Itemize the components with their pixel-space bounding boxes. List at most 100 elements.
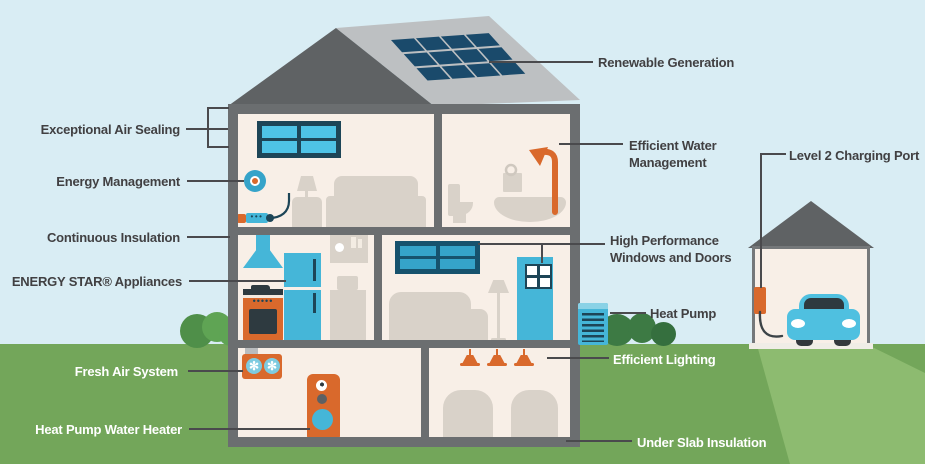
basement-chair [511,390,558,437]
pendant-light-shade [516,355,532,364]
leader-energy-star-appliances [189,280,286,282]
bush-right [651,322,676,346]
leader-efficient-water-management [559,143,623,145]
leader-level-2-charging-port [760,153,762,288]
window-divider [527,275,550,278]
floor-lamp-pole [497,292,500,340]
nightstand [292,197,322,227]
power-strip-plug [237,214,246,223]
driveway [756,345,925,464]
couch-back [389,292,471,341]
towel [503,173,522,192]
label-efficient-lighting: Efficient Lighting [613,352,716,367]
table-lamp-shade [297,176,317,191]
entry-door-window [525,264,552,289]
leader-fresh-air-system [188,370,243,372]
label-renewable-generation: Renewable Generation [598,55,735,70]
label-heat-pump-water-heater: Heat Pump Water Heater [35,422,182,437]
leader-heat-pump [610,312,646,314]
leader-under-slab-insulation [566,440,632,442]
refrigerator-handle [313,293,316,313]
leader-level-2-charging-port [760,153,786,155]
leader-efficient-lighting [547,357,609,359]
pendant-light-shade [462,355,478,364]
bedroom-window [257,121,341,158]
window-divider [400,256,475,259]
fresh-air-duct [245,347,258,356]
kitchen-pitcher [337,276,358,290]
couch-arm [464,309,488,341]
heat-pump-cap [578,303,608,309]
refrigerator-divider [284,287,321,290]
kitchen-bottle [351,237,356,248]
leader-exceptional-air-sealing [207,107,209,148]
house-floor-band [228,340,580,348]
toilet-bowl [448,202,473,215]
oven-door [249,309,277,334]
label-under-slab-insulation: Under Slab Insulation [637,435,767,450]
heat-pump-unit [578,303,608,345]
power-strip [246,213,268,223]
range-hood [243,250,283,268]
fan-icon: ✻ [246,358,262,374]
pendant-light [469,349,471,356]
kitchen-bottle [358,239,362,248]
window-divider [262,138,336,141]
leader-continuous-insulation [187,236,230,238]
leader-exceptional-air-sealing [207,107,229,109]
pendant-light [523,349,525,356]
partition-wall [374,235,382,340]
house-wall-left [228,104,238,447]
leader-heat-pump-water-heater [189,428,310,430]
house-eave-band [228,104,580,114]
label-heat-pump: Heat Pump [650,306,717,321]
leader-energy-management [187,180,244,182]
thermostat-dot [252,178,258,184]
leader-high-performance-windows [541,243,543,263]
stove-trim [243,295,283,298]
label-exceptional-air-sealing: Exceptional Air Sealing [40,122,181,137]
power-strip-dots: ••• [250,212,264,221]
pendant-light [496,349,498,356]
house-wall-right [570,104,580,447]
car-headlight [791,319,805,328]
basement-chair [443,390,493,437]
partition-wall [421,348,429,437]
range-hood-duct [256,232,270,252]
label-fresh-air-system: Fresh Air System [74,364,178,379]
fan-icon: ✻ [264,358,280,374]
partition-wall [434,114,442,227]
label-level-2-charging-port: Level 2 Charging Port [789,148,920,163]
water-heater-knob [317,394,327,404]
car-wheel [796,335,813,346]
label-energy-management: Energy Management [56,174,180,189]
car-headlight [842,319,856,328]
toilet-base [453,213,466,223]
house-floor-band [228,227,580,235]
refrigerator-handle [313,259,316,281]
living-room-window [395,241,480,274]
stove-cooktop [243,289,283,295]
car-windshield [804,298,844,311]
stove-control-dots: ••••• [252,296,274,306]
power-cord-end [266,214,274,222]
heat-pump-grille [582,313,604,342]
water-heater-gauge [316,380,327,391]
pendant-light-base [487,363,507,366]
floor-lamp-shade [488,280,509,293]
kitchen-shelf-plate [335,243,344,252]
pendant-light-base [514,363,534,366]
leader-renewable-generation [489,61,593,63]
pendant-light-shade [489,355,505,364]
bed [326,196,426,227]
label-continuous-insulation: Continuous Insulation [46,230,180,245]
leader-exceptional-air-sealing [207,146,229,148]
kitchen-cabinet [330,290,366,341]
label-energy-star-appliances: ENERGY STAR® Appliances [11,274,182,289]
stove-pan [251,285,270,290]
floor-lamp-base [491,338,506,341]
pendant-light-base [460,363,480,366]
